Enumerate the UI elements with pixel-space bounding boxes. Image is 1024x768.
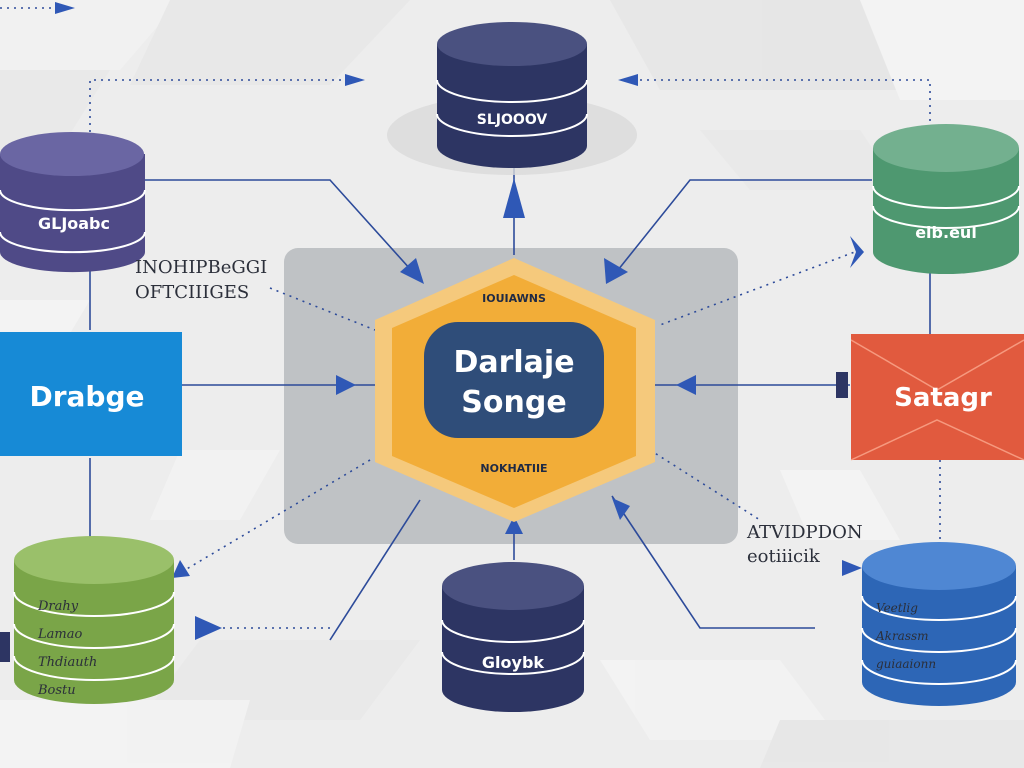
arrow-icon [842,560,862,576]
database-blue-label-1: Veetlig [876,601,918,615]
database-top-label: SLJOOOV [477,112,548,128]
right-annotation-line1: ATVIDPDON [746,522,863,543]
connector-left-top-to-center [145,179,421,281]
database-blue-label-3: guiaaionn [876,657,936,671]
database-blue-label-2: Akrassm [875,629,929,643]
database-left-top-label: GLJoabc [38,214,110,233]
connector-port [836,372,848,398]
dotted-connector-top-right [626,79,931,140]
arrow-icon [850,236,864,268]
arrow-icon [172,560,190,578]
dotted-connector-right-annotation [649,449,761,521]
connectors [0,2,941,662]
database-top: SLJOOOV [387,22,637,175]
left-annotation-line1: INOHIPBeGGI [135,257,267,278]
arrow-icon [345,74,365,86]
database-blue: Veetlig Akrassm guiaaionn [861,542,1017,706]
arrow-icon [676,375,696,395]
edge-port [0,632,10,662]
arrow-icon [195,616,222,640]
arrow-icon [503,178,525,218]
center-title-line1: Darlaje [453,345,574,380]
right-red-box: Satagr [850,334,1024,461]
center-bottom-label: NOKHATIIE [480,462,547,475]
arrow-icon [618,74,638,86]
dotted-connector-top-left [89,79,360,132]
center-db-shape [424,322,604,438]
right-annotation-line2: eotiiicik [747,546,821,567]
database-bottom-middle: Gloybk [441,562,585,712]
dotted-connector-left-annotation [269,287,376,331]
database-green-label-4: Bostu [37,683,76,698]
left-blue-box-label: Drabge [29,380,144,413]
left-annotation-line2: OFTCIIIGES [135,282,249,303]
center-title-line2: Songe [461,385,566,420]
arrow-icon [55,2,75,14]
database-bottom-middle-label: Gloybk [482,653,544,672]
center-hub: IOUIAWNS Darlaje Songe NOKHATIIE [375,258,655,522]
database-left-top: GLJoabc [0,132,146,273]
arrow-icon [336,375,356,395]
annotations: INOHIPBeGGI OFTCIIIGES ATVIDPDON eotiiic… [135,257,863,567]
arrow-icon [612,498,630,520]
database-green-label-3: Thdiauth [38,655,97,670]
connector-center-to-green [329,499,421,641]
database-right-top-label: elb.eul [915,223,977,242]
arrow-icon [400,258,424,284]
database-right-top: elb.eul [872,124,1020,274]
arrow-icon [505,516,523,534]
database-green: Drahy Lamao Thdiauth Bostu [13,536,175,704]
center-top-label: IOUIAWNS [482,292,546,305]
connector-right-top-to-center [609,179,872,281]
database-green-label-2: Lamao [37,627,82,642]
database-green-label-1: Drahy [37,599,79,614]
left-blue-box: Drabge [0,332,182,456]
connector-center-to-blue-db [611,495,815,629]
dotted-connector-right-top [659,249,861,326]
right-red-box-label: Satagr [894,383,992,413]
dotted-connector-left-bottom [184,459,371,571]
arrow-icon [604,258,628,284]
